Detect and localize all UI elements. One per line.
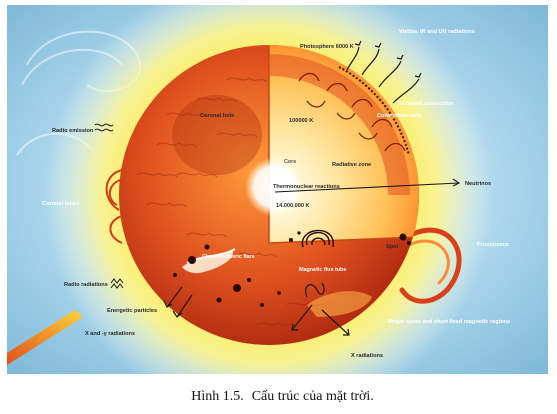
label-thermonuclear: Thermonuclear reactions [273,184,340,190]
label-chromospheric-flare: Chromospheric flare [202,254,255,260]
label-convection-zone: Convection zone [377,113,422,119]
sun-core [245,157,305,217]
label-bright-spots: Bright spots and short lived magnetic re… [388,319,510,325]
label-coronal-hole: Coronal hole [200,113,234,119]
label-magnetic-flux-tube: Magnetic flux tube [299,267,346,273]
label-x-radiations: X radiations [351,353,383,359]
label-coronal-loops: Coronal loops [42,201,80,207]
label-x-gamma-radiations: X and -γ radiations [85,331,135,337]
coronal-hole-patch [172,95,262,175]
caption-text: Cấu trúc của mặt trời. [251,389,374,404]
label-radio-emission: Radio emission [52,128,94,134]
sunspots [173,231,411,307]
label-photosphere: Photosphere 6000 K [300,44,354,50]
x-radiation-arrows [291,282,350,336]
caption-number: Hình 1.5. [191,389,244,404]
magnetic-flux-tube [301,229,334,248]
label-temp-14m: 14.000.000 K [276,203,310,209]
x-gamma-beam [7,310,83,365]
sun-structure-diagram: Photosphere 6000 K Visible, IR and UV ra… [7,5,548,374]
label-radio-radiations: Radio radiations [64,282,108,288]
figure-caption: Hình 1.5. Cấu trúc của mặt trời. [0,389,557,405]
neutrino-line [274,178,461,193]
label-turbulent-convection: Turbulent convection [397,101,454,107]
label-prominence: Prominence [477,242,509,248]
label-spot: Spot [386,244,399,250]
label-energetic-particles: Energetic particles [107,308,157,314]
label-core: Core [284,159,296,165]
radio-radiation-wave [110,278,124,289]
radio-emission-wave [94,123,114,132]
label-neutrinos: Neutrinos [465,181,491,187]
energetic-particle-arrows [163,286,193,318]
label-visible-radiation: Visible, IR and UV radiations [399,29,475,35]
radiation-arrows [346,40,422,104]
label-temp-100000: 100000 K [289,118,313,124]
prominence-loop [399,227,462,304]
label-radiative-zone: Radiative zone [332,162,371,168]
